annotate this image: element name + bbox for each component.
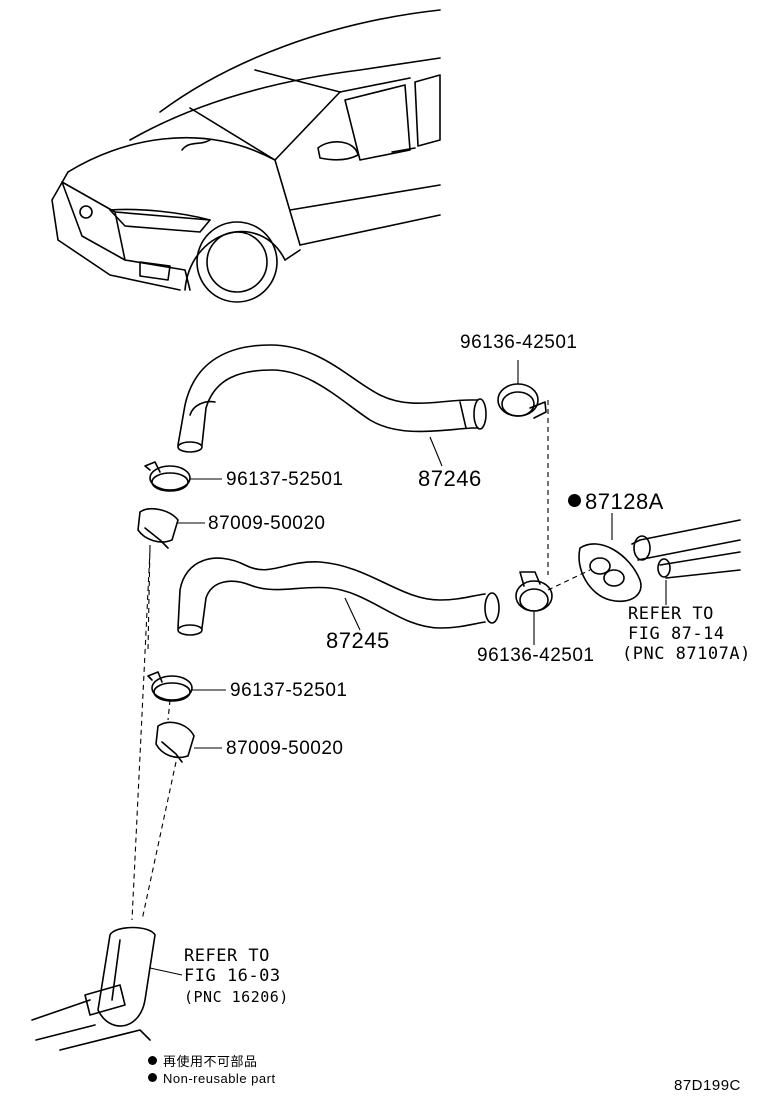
label-clamp-bottom-left: 96137-52501 [230, 680, 348, 701]
legend-dot-1 [148, 1056, 157, 1065]
label-gasket-text: 87128A [585, 489, 664, 514]
ref-right-line1: REFER TO [628, 604, 714, 624]
label-clamp-bottom-right: 96136-42501 [477, 645, 595, 666]
guide-lower-right [547, 569, 591, 591]
leader-hose-87246 [429, 436, 443, 467]
legend-line2: Non-reusable part [148, 1072, 276, 1085]
ref-right-line3: (PNC 87107A) [622, 644, 751, 664]
label-gasket: 87128A [568, 491, 664, 513]
clamp-top-right [497, 383, 547, 419]
hose-87246 [177, 344, 487, 453]
legend-line1-text: 再使用不可部品 [163, 1054, 258, 1069]
clamp-top-left [144, 461, 191, 492]
bottom-pipe [31, 926, 156, 1051]
hose-87245 [177, 557, 500, 636]
figure-code: 87D199C [674, 1077, 741, 1094]
ref-bottom-line2: FIG 16-03 [184, 966, 281, 986]
legend-dot-2 [148, 1073, 157, 1082]
legend-line2-text: Non-reusable part [163, 1071, 276, 1086]
clamp-bottom-left [147, 671, 193, 702]
clamp-bottom-right [515, 571, 553, 612]
leader-ref-bottom [149, 967, 183, 976]
gasket-assembly [578, 519, 741, 602]
ref-right-line2: FIG 87-14 [628, 624, 725, 644]
clip-upper [137, 508, 179, 549]
non-reusable-dot [568, 494, 581, 507]
clip-lower [155, 721, 195, 763]
car-illustration [51, 9, 441, 303]
label-clip-lower: 87009-50020 [226, 738, 344, 759]
leader-hose-87245 [344, 597, 361, 631]
legend-line1: 再使用不可部品 [148, 1055, 258, 1068]
label-hose-lower: 87245 [326, 628, 390, 653]
label-clamp-top-right: 96136-42501 [460, 332, 578, 353]
label-clip-upper: 87009-50020 [208, 513, 326, 534]
ref-bottom-line3: (PNC 16206) [184, 988, 289, 1006]
label-hose-upper: 87246 [418, 466, 482, 491]
guide-left [131, 544, 177, 921]
ref-bottom-line1: REFER TO [184, 946, 270, 966]
label-clamp-top-left: 96137-52501 [226, 469, 344, 490]
